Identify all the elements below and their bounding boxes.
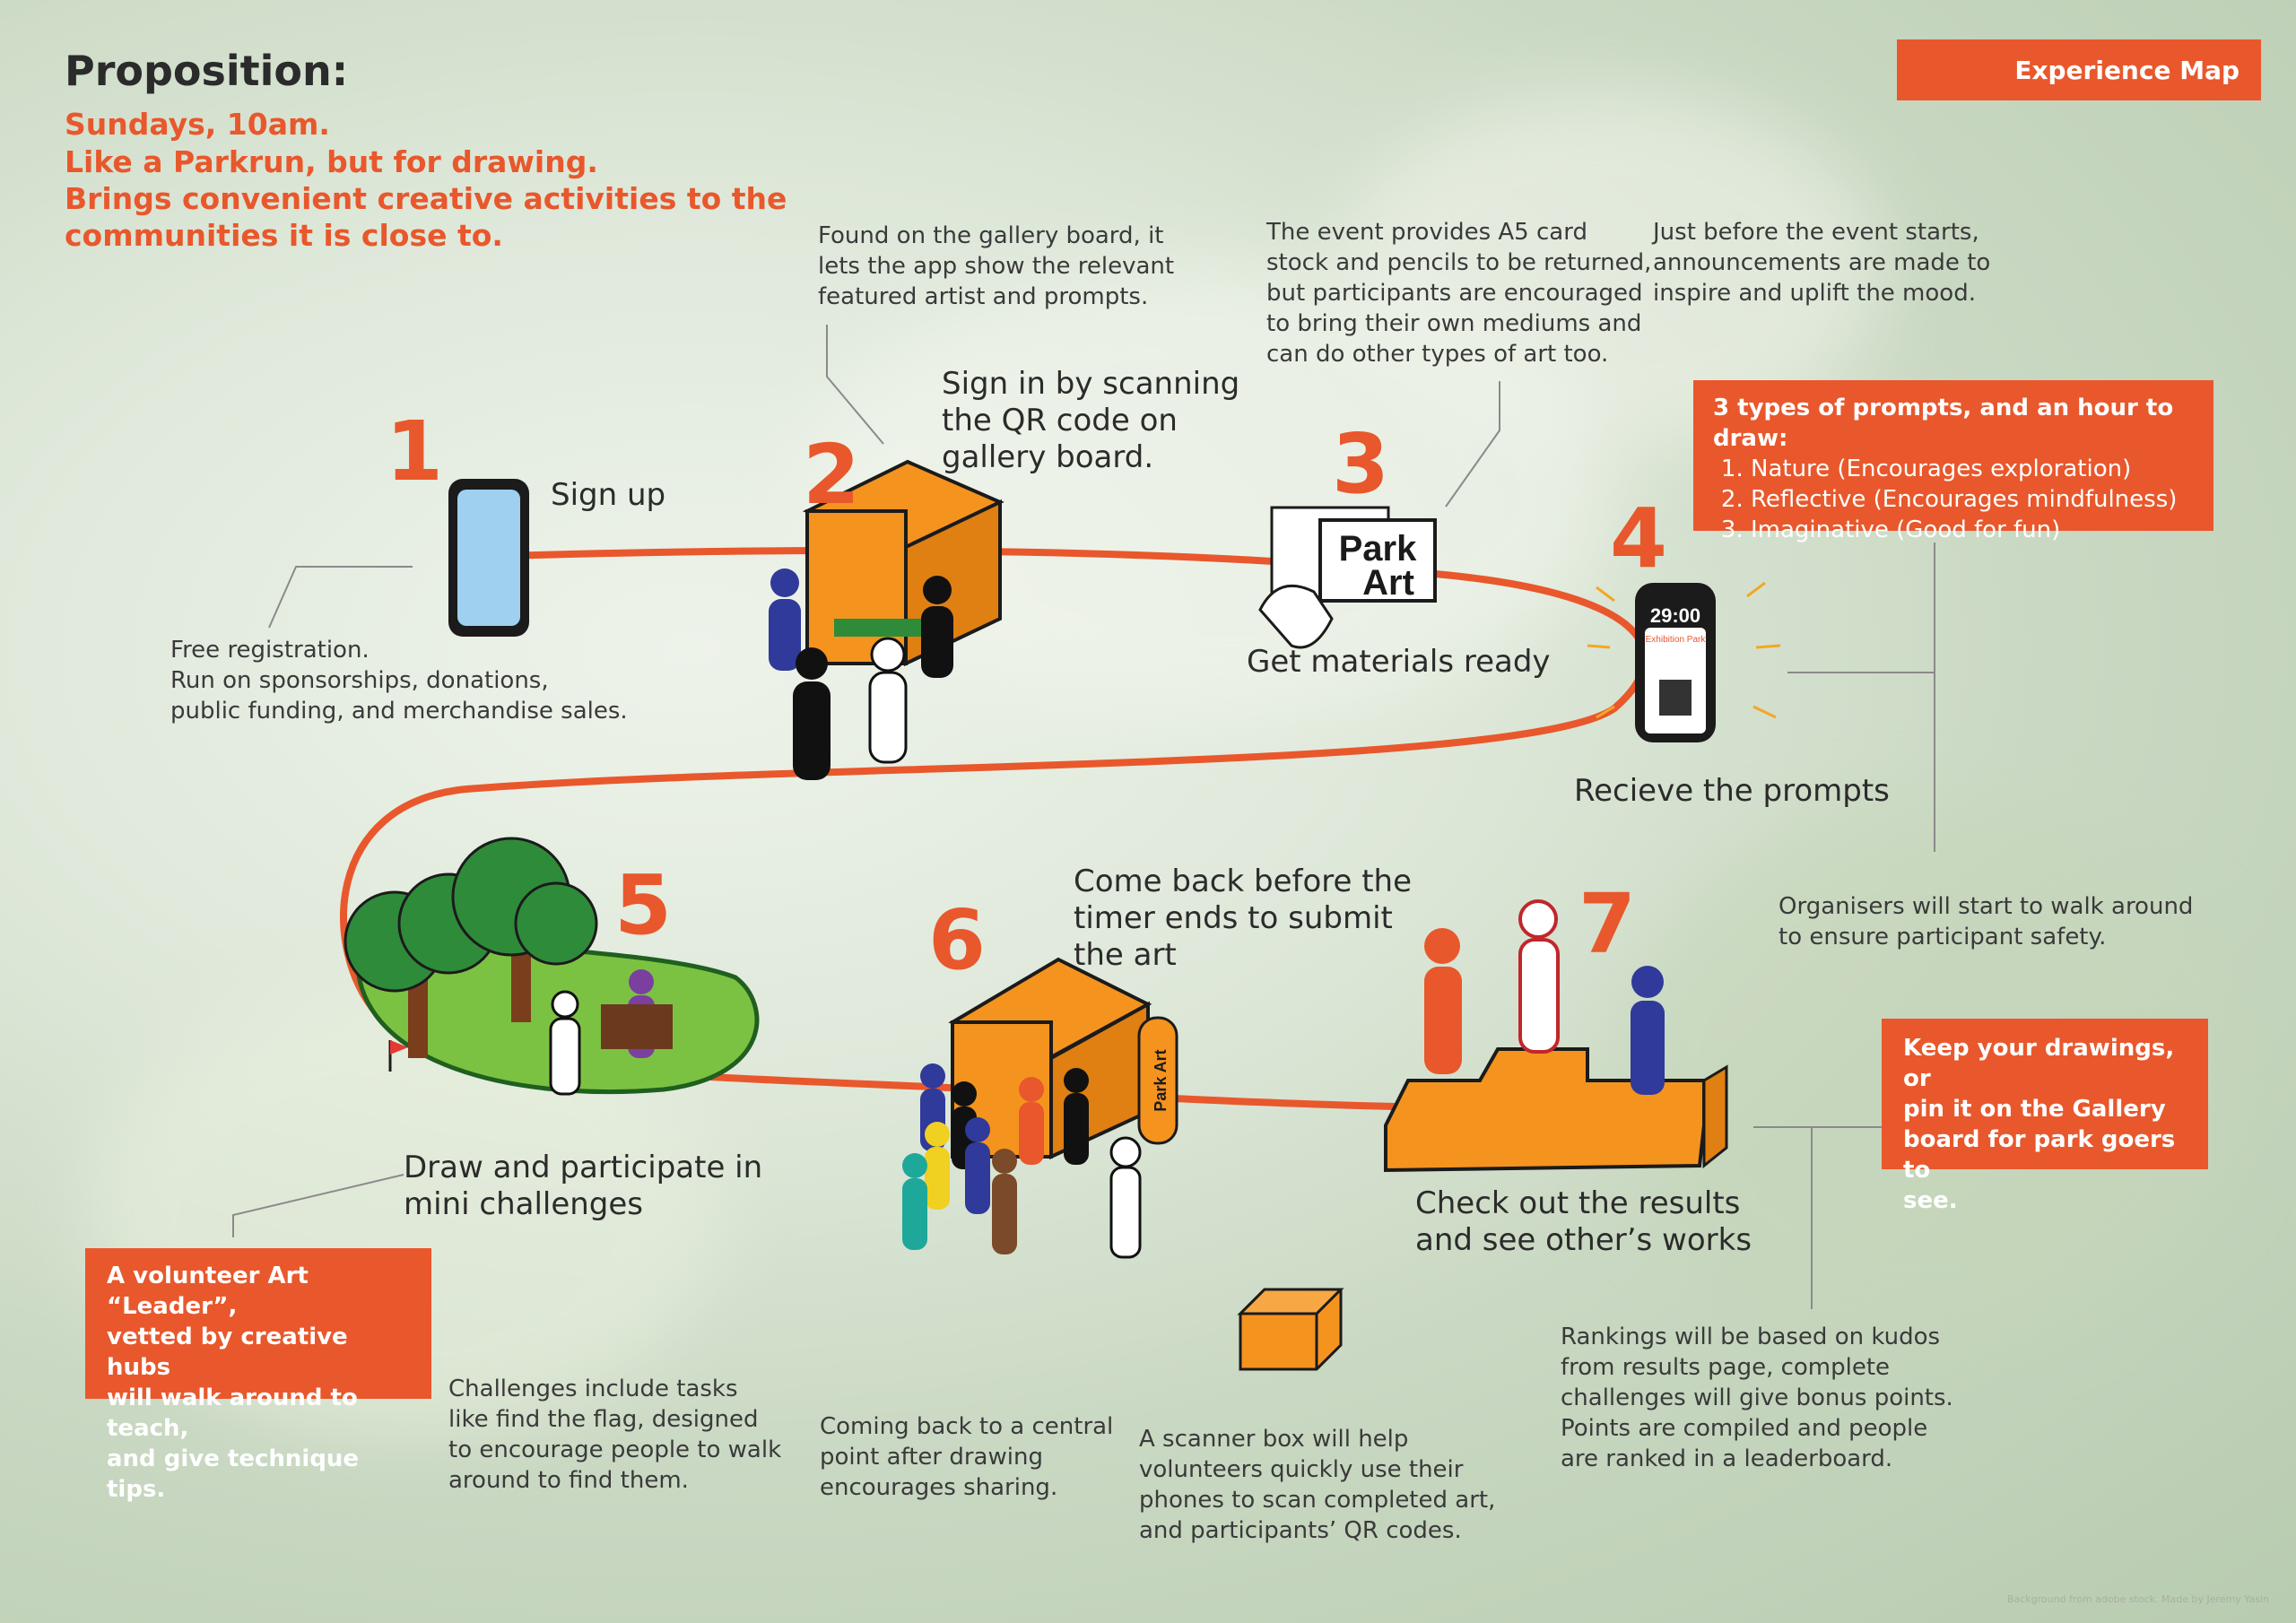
prompt-phone-illustration: 29:00 Exhibition Park [1587,581,1781,742]
connector-qr [826,325,884,445]
tent-illustration-2 [769,459,1004,780]
step-number-6: 6 [928,892,987,988]
scanner-box-illustration [1237,1288,1344,1371]
step-number-5: 5 [614,857,673,953]
proposition-line-4: communities it is close to. [65,218,503,253]
park-illustration [344,837,760,1096]
note-announcements: Just before the event starts,announcemen… [1653,219,1991,307]
park-art-logo-line-1: Park [1339,529,1417,568]
proposition-line-1: Sundays, 10am. [65,107,330,142]
step-label-3: Get materials ready [1247,644,1551,680]
phone-app-title: Exhibition Park [1646,635,1707,645]
step-label-1: Sign up [551,477,666,513]
proposition-title: Proposition: [65,47,349,95]
park-art-logo-line-2: Art [1362,563,1414,603]
banner-text: Park Art [1152,1049,1170,1111]
step-number-2: 2 [803,427,861,523]
proposition-line-3: Brings convenient creative activities to… [65,181,787,216]
tent-illustration-6: Park Art [902,957,1178,1259]
step-number-4: 4 [1610,490,1668,586]
timer-readout: 29:00 [1650,604,1700,627]
podium-illustration [1384,899,1728,1173]
connector-signup [268,566,413,629]
callout-prompts-title: 3 types of prompts, and an hour to draw: [1713,395,2174,452]
step-label-4: Recieve the prompts [1574,773,1890,809]
materials-illustration: Park Art [1258,506,1437,649]
footer-credit: Background from adobe stock. Made by Jer… [2006,1593,2269,1605]
experience-map-badge: Experience Map [1897,39,2261,100]
connector-materials [1445,381,1500,508]
prompt-type-3: Imaginative (Good for fun) [1751,515,2194,545]
note-signup: Free registration.Run on sponsorships, d… [170,637,628,725]
step-number-3: 3 [1332,416,1390,512]
proposition-line-2: Like a Parkrun, but for drawing. [65,144,598,179]
callout-art-leader: A volunteer Art “Leader”,vetted by creat… [85,1248,431,1503]
connector-leader [232,1174,404,1237]
prompt-type-1: Nature (Encourages exploration) [1751,454,2194,484]
prompt-type-2: Reflective (Encourages mindfulness) [1751,484,2194,515]
step-number-1: 1 [386,404,444,499]
callout-prompts: 3 types of prompts, and an hour to draw:… [1693,380,2213,543]
step-number-7: 7 [1578,876,1637,972]
phone-illustration [448,479,529,637]
